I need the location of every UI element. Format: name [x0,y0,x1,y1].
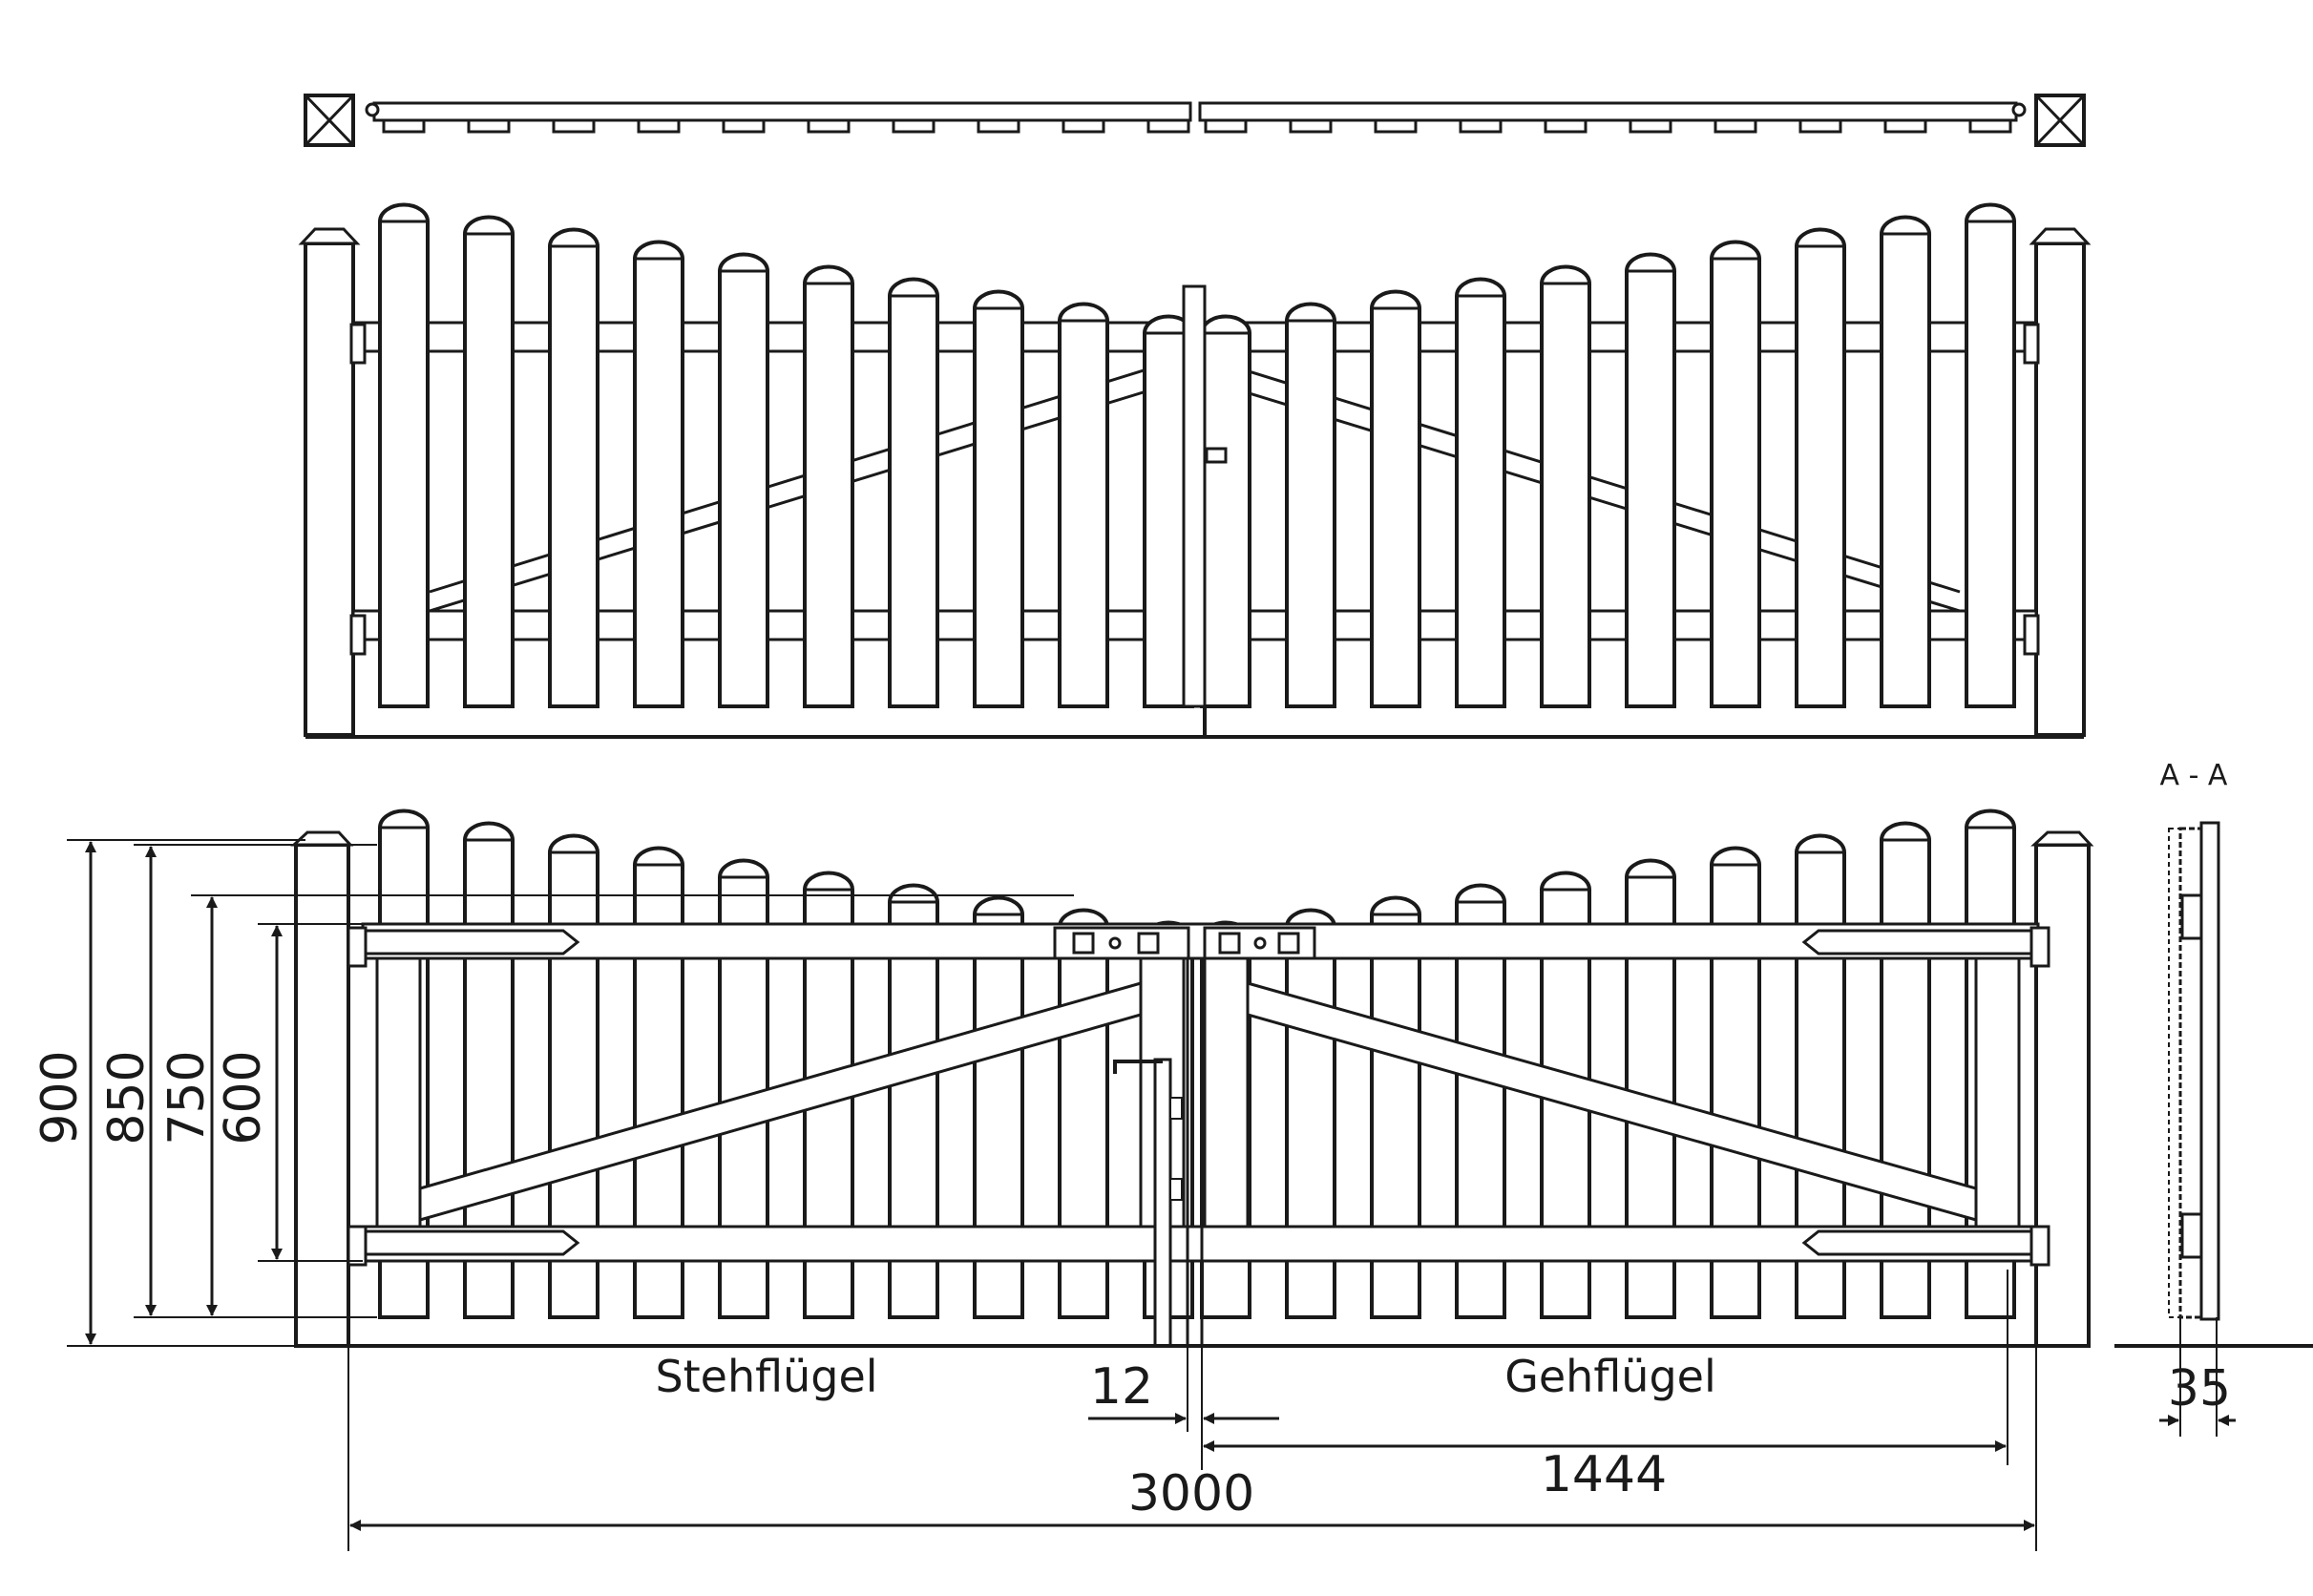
picket-plan [892,118,936,134]
picket [1455,883,1506,1319]
picket-plan [552,118,596,134]
dimension-lines: 900 850 750 600 12 1444 3000 Stehflügel … [32,839,2037,1551]
picket-plan [1968,118,2012,134]
picket [463,215,515,708]
picket [1710,846,1761,1319]
right-post-plan [2034,94,2086,147]
dim-height-850: 850 [98,1050,156,1144]
picket [1625,858,1676,1319]
picket [548,227,599,708]
dim-height-900: 900 [32,1050,89,1144]
picket [718,858,769,1319]
picket [378,202,430,708]
picket-plan [1714,118,1757,134]
picket-plan [1289,118,1333,134]
picket [1370,895,1421,1319]
picket-plan [807,118,851,134]
picket [633,846,684,1319]
picket-plan [1459,118,1503,134]
picket [633,240,684,708]
picket [888,277,939,708]
picket-plan [637,118,681,134]
picket [1455,277,1506,708]
dim-section-depth-35: 35 [2168,1360,2231,1418]
picket-plan [1883,118,1927,134]
dim-leaf-width-1444: 1444 [1541,1446,1667,1503]
picket [1370,289,1421,708]
picket [888,883,939,1319]
section-a-a: A - A 35 [2114,759,2313,1437]
picket [1965,202,2016,708]
dim-height-600: 600 [215,1050,272,1144]
picket-plan [382,118,426,134]
picket [973,289,1024,708]
dim-gap-12: 12 [1090,1358,1153,1416]
label-gehfluegel: Gehflügel [1504,1351,1716,1402]
picket-plan [1544,118,1588,134]
picket-plan [1204,118,1248,134]
dim-height-750: 750 [158,1050,216,1144]
picket-plan [1146,118,1190,134]
picket [1880,215,1931,708]
picket-plan [722,118,766,134]
picket [1058,302,1109,708]
picket [1200,314,1251,708]
picket [1710,240,1761,708]
picket-plan [1629,118,1672,134]
picket [1285,302,1336,708]
picket [803,264,854,708]
picket [1625,252,1676,708]
section-label: A - A [2160,759,2228,792]
dim-total-width-3000: 3000 [1128,1465,1254,1522]
top-view-plan [304,94,2086,147]
picket-plan [1062,118,1105,134]
label-stehfluegel: Stehflügel [655,1351,877,1402]
left-post-plan [304,94,355,147]
picket [1795,227,1846,708]
picket-plan [1798,118,1842,134]
picket-plan [467,118,511,134]
picket [1540,264,1591,708]
picket [973,895,1024,1319]
picket [718,252,769,708]
picket-plan [1374,118,1418,134]
front-view-outside [298,202,2092,739]
rear-view-inside [290,808,2094,1348]
picket-plan [977,118,1020,134]
